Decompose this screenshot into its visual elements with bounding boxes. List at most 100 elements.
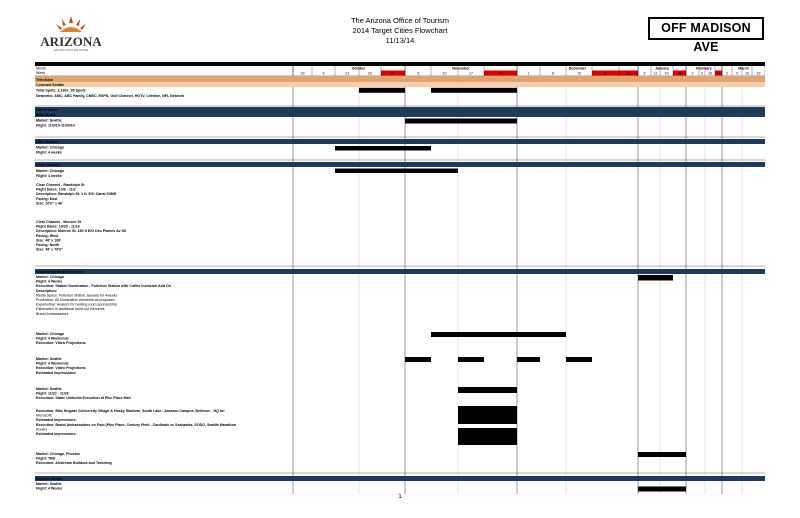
grand-bar-chi-2 xyxy=(517,332,566,337)
doc-subtitle: 2014 Target Cities Flowchart xyxy=(352,26,448,35)
clear-block2-5: Facing: North xyxy=(36,243,59,247)
cbs-bar xyxy=(335,146,431,151)
brite-market: Market: Seattle xyxy=(36,119,62,123)
week-7: 17 xyxy=(469,71,473,75)
grand-block1-8: Brand Ambassadors xyxy=(36,312,69,316)
week-label: Week xyxy=(36,71,45,75)
grand-block1-6: Experiential: Heaters for heating room s… xyxy=(36,303,117,307)
grand-bar-ambassadors xyxy=(458,428,517,445)
clear-block2-0: Clear Channel - Monroe St xyxy=(36,220,82,224)
month-february: February xyxy=(696,66,711,70)
brite-bar xyxy=(405,118,517,124)
week-21: 23 xyxy=(717,71,721,75)
week-23: 9 xyxy=(736,71,738,75)
week-5: 3 xyxy=(417,71,419,75)
grand-band xyxy=(35,269,765,274)
clear-bar xyxy=(335,168,458,173)
clear-block1-1: Flight Dates: 10/6 - 11/2 xyxy=(36,188,76,192)
grand-block4-1: Flight: 11/22 - 11/26 xyxy=(36,392,69,396)
week-18: 2 xyxy=(692,71,694,75)
cbs-band xyxy=(35,139,765,144)
clear-block1-0: Clear Channel - Randolph St xyxy=(36,183,85,187)
month-january: January xyxy=(655,66,669,70)
week-10: 8 xyxy=(552,71,554,75)
grand-block3-2: Execution: Video Projections xyxy=(36,366,86,370)
grand-block6-1: Flight: TBD xyxy=(36,457,56,461)
monster-bar xyxy=(638,486,686,492)
comcast-bar-1 xyxy=(359,87,405,93)
week-cell-red-24 xyxy=(484,70,517,76)
week-2: 13 xyxy=(345,71,349,75)
week-cell-red-27 xyxy=(381,70,405,76)
week-17: 26 xyxy=(678,71,682,75)
grand-block2-1: Flight: 4 Weekends xyxy=(36,337,69,341)
month-november: November xyxy=(452,66,470,70)
grand-block6-2: Execution: Airstream Buildout and Travel… xyxy=(36,461,112,465)
clear-block2-6: Size: 48' x 79'6" xyxy=(36,248,63,252)
week-cell-red-22 xyxy=(592,70,619,76)
week-22: 2 xyxy=(726,71,728,75)
year-label: Year xyxy=(36,62,44,66)
clear-block2-1: Flight Dates: 10/20 - 11/16 xyxy=(36,225,80,229)
grand-block5-5: Estimated Impressions: xyxy=(36,432,77,436)
week-24: 16 xyxy=(745,71,749,75)
grand-block3-1: Flight: 4 Weekends xyxy=(36,362,69,366)
television-band xyxy=(35,76,765,82)
comcast-band-label: Comcast Seattle xyxy=(36,83,64,87)
clear-block1-4: Size: 10'6" x 46' xyxy=(36,201,63,205)
week-8: 24 xyxy=(499,71,503,75)
clear-band xyxy=(35,162,765,167)
week-14: 5 xyxy=(644,71,646,75)
comcast-bar-2 xyxy=(431,87,517,93)
monster-band-label: Monster Media xyxy=(36,477,62,481)
comcast-spots: Total Spots: 2,190x :30 Spots xyxy=(36,89,86,93)
monster-band xyxy=(35,476,765,481)
grand-block5-3: Execution: Brand Ambassadors on Foot (Pi… xyxy=(36,423,236,427)
week-15: 12 xyxy=(654,71,658,75)
doc-title: The Arizona Office of Tourism xyxy=(350,16,450,25)
arizona-logo-text: ARIZONA xyxy=(40,34,102,49)
clear-block2-3: Facing: West xyxy=(36,234,59,238)
grand-block5-1: Microsoft) xyxy=(36,414,52,418)
grand-bar-umbrella xyxy=(458,387,517,393)
ooh-band xyxy=(35,107,765,112)
grand-block6-0: Market: Chicago, Phoenix xyxy=(36,452,80,456)
grand-block5-2: Estimated Impressions: xyxy=(36,418,77,422)
grand-bar-sea-2 xyxy=(458,357,484,362)
clear-block2-2: Description: Monroe St. 150 ft E/O Des P… xyxy=(36,229,127,233)
week-12: 22 xyxy=(604,71,608,75)
grand-block4-2: Execution: Static Umbrella Execution at … xyxy=(36,396,131,400)
grand-block3-3: Estimated Impressions: xyxy=(36,371,77,375)
comcast-band xyxy=(35,82,765,87)
month-october: October xyxy=(352,66,366,70)
grand-bar-sea-4 xyxy=(566,357,592,362)
clear-flight: Flight: 4 weeks xyxy=(36,174,62,178)
week-0: 29 xyxy=(301,71,305,75)
cbs-band-label: CBS Outdoor xyxy=(36,140,59,144)
week-16: 19 xyxy=(665,71,669,75)
brite-band xyxy=(35,112,765,117)
grand-block5-4: Route) xyxy=(36,427,47,431)
grand-block5-0: Execution: Bike Brigade (University Vill… xyxy=(36,409,225,413)
grand-bar-bike xyxy=(458,406,517,424)
clear-block2-4: Size: 48' x 108' xyxy=(36,238,61,242)
doc-date: 11/13/14 xyxy=(385,36,415,45)
grand-block1-2: Execution: Station Domination - Fullerto… xyxy=(36,284,171,288)
arizona-logo-tagline: GRAND CANYON STATE xyxy=(54,48,89,52)
page-number: 1 xyxy=(398,494,402,500)
week-6: 10 xyxy=(443,71,447,75)
off-madison-ave-logo: OFF MADISON AVE xyxy=(648,17,764,54)
grand-bar-sea-3 xyxy=(517,357,540,362)
cbs-market: Market: Chicago xyxy=(36,146,65,150)
week-cell-red-26 xyxy=(673,70,686,76)
clear-block1-3: Facing: East xyxy=(36,197,58,201)
ooh-band-label: Out of Home xyxy=(36,108,58,112)
year-row xyxy=(35,62,765,66)
week-1: 6 xyxy=(323,71,325,75)
clear-band-label: Clear Channel xyxy=(36,163,60,167)
year-2015-label: 2015 xyxy=(525,62,533,66)
week-9: 1 xyxy=(528,71,530,75)
monster-flight: Flight: 4 Weeks xyxy=(36,487,62,491)
week-cell-red-23 xyxy=(715,70,722,76)
